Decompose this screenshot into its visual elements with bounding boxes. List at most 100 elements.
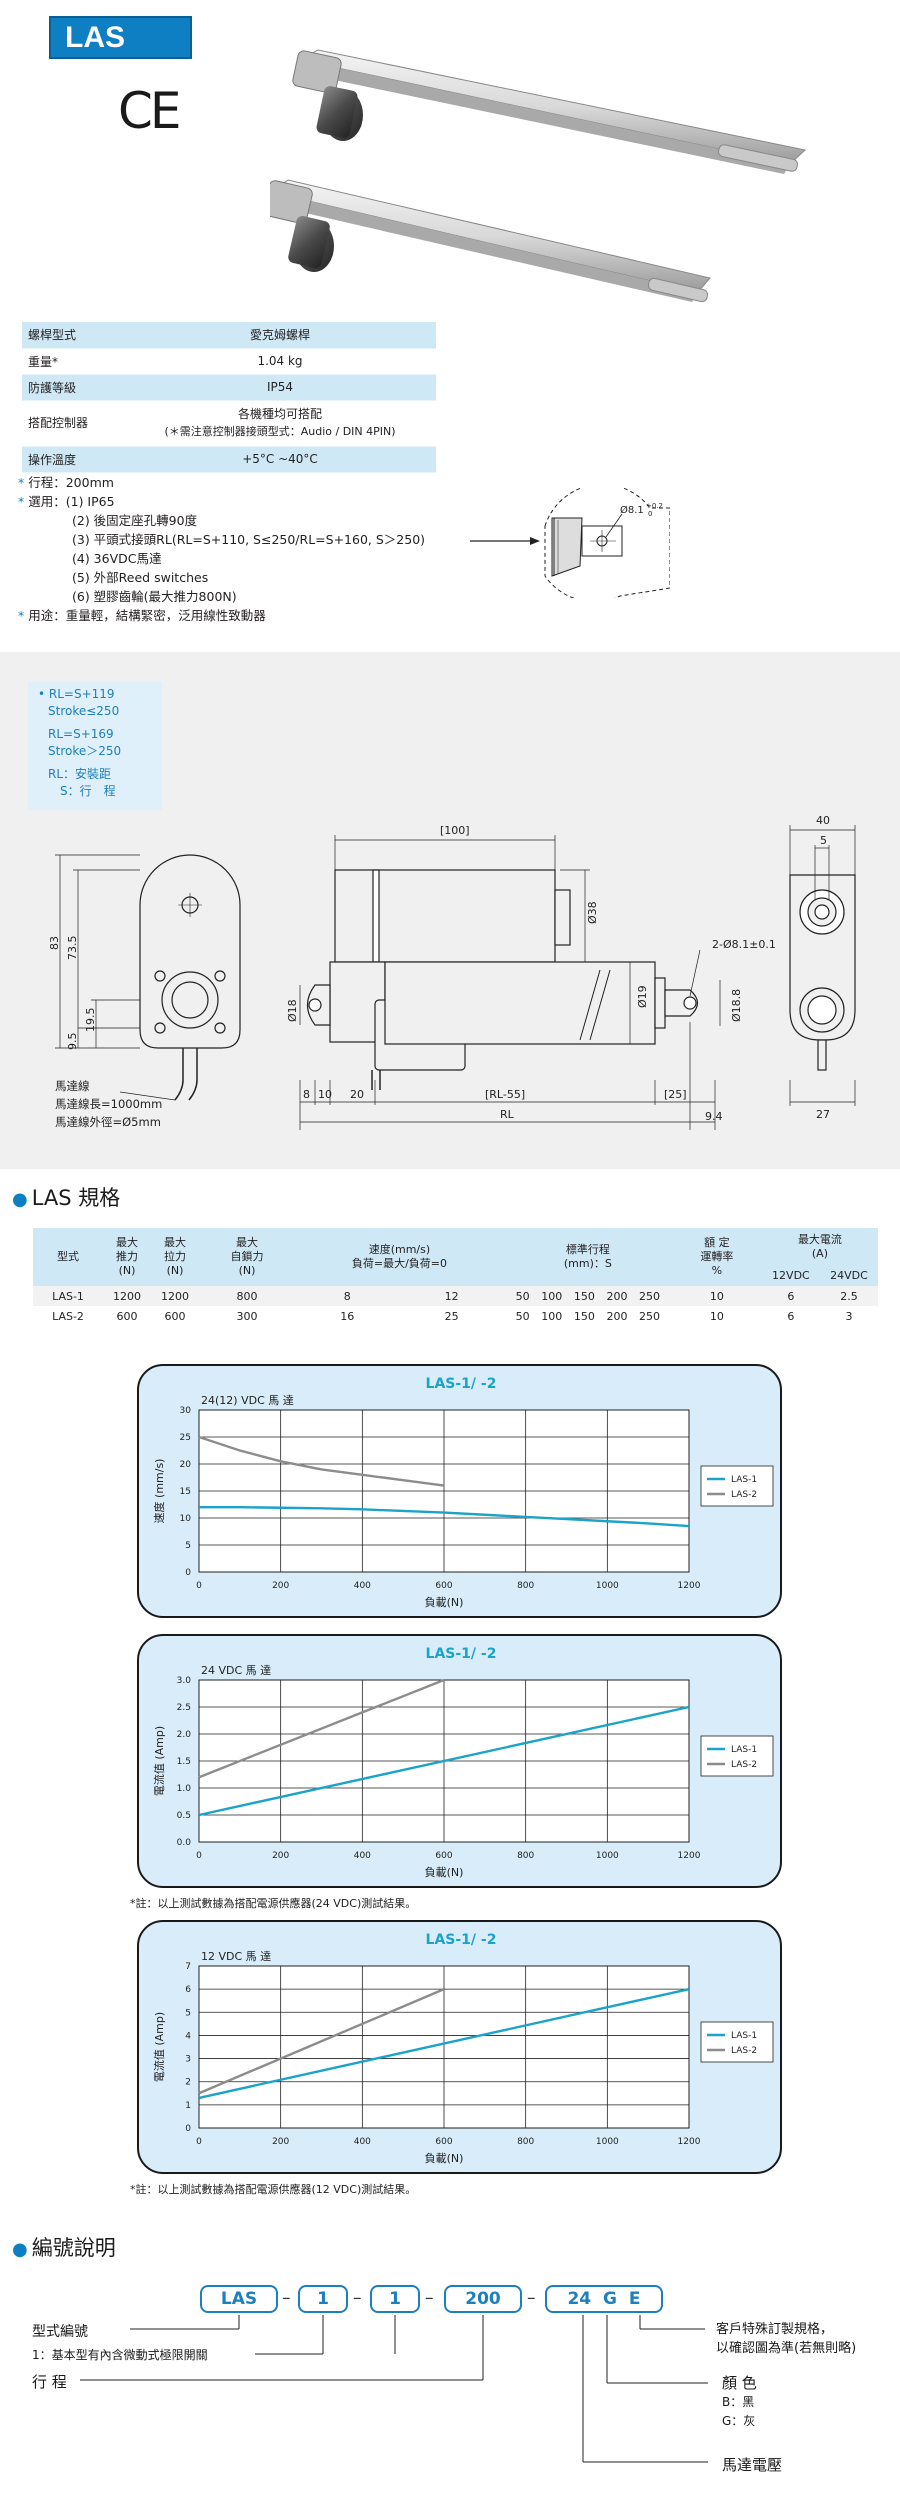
table-subheader-row: 12VDC 24VDC <box>33 1266 878 1286</box>
x-tick-label: 0 <box>196 1581 202 1591</box>
chart-subtitle: 24 VDC 馬 達 <box>201 1664 271 1677</box>
y-tick-label: 1.0 <box>177 1784 192 1794</box>
label-type-code: 型式編號 <box>32 2324 88 2340</box>
x-tick-label: 400 <box>354 1581 371 1591</box>
col-speed: 速度(mm/s)負荷=最大/負荷=0 <box>295 1228 504 1286</box>
x-tick-label: 1200 <box>678 1851 701 1861</box>
y-tick-label: 7 <box>185 1962 191 1972</box>
cell-speed-zero: 25 <box>399 1306 504 1326</box>
legend-line: S：行 程 <box>60 784 116 798</box>
col-lock: 最大自鎖力(N) <box>199 1228 295 1286</box>
dim-d38: Ø38 <box>586 901 599 924</box>
y-tick-label: 3 <box>185 2055 191 2065</box>
table-header-row: 型式 最大推力(N) 最大拉力(N) 最大自鎖力(N) 速度(mm/s)負荷=最… <box>33 1228 878 1286</box>
dimension-drawing: 83 73.5 19.5 9.5 馬達線 馬達線長=1000mm 馬達線外徑=Ø… <box>48 814 856 1130</box>
y-tick-label: 0.0 <box>177 1838 192 1848</box>
series-line-las-2 <box>198 1435 445 1487</box>
y-tick-label: 5 <box>185 2008 191 2018</box>
end-view-right <box>789 874 856 1071</box>
legend-label: LAS-2 <box>731 2046 757 2056</box>
motor-note: 馬達線長=1000mm <box>55 1097 162 1111</box>
side-view-middle <box>306 869 699 1090</box>
x-tick-label: 800 <box>517 1581 534 1591</box>
y-tick-label: 3.0 <box>177 1676 192 1686</box>
spec-row: 搭配控制器 各機種均可搭配 (＊需注意控制器接頭型式：Audio / DIN 4… <box>22 400 436 447</box>
code-dash: – <box>353 2288 362 2308</box>
chart-title: LAS-1/ -2 <box>426 1932 497 1948</box>
middle-dimensions <box>299 835 721 1130</box>
note-stroke: * 行程：200mm <box>18 475 114 490</box>
legend-line: Stroke＞250 <box>48 744 122 758</box>
code-box-stroke: 200 <box>444 2285 522 2313</box>
section-title-code: ●編號說明 <box>12 2236 116 2260</box>
cell-lock: 800 <box>199 1286 295 1306</box>
y-axis-label: 速度 (mm/s) <box>152 1459 166 1524</box>
y-tick-label: 0 <box>185 2124 191 2134</box>
legend-box <box>700 1735 774 1777</box>
legend-line: RL：安裝距 <box>48 767 112 781</box>
dim-d19: Ø19 <box>636 985 649 1008</box>
left-dimensions <box>55 854 140 1049</box>
dim-8: 8 <box>303 1088 310 1101</box>
dim-20: 20 <box>350 1088 364 1101</box>
series-line-las-1 <box>198 1705 690 1817</box>
footnote-24v: *註：以上測試數據為搭配電源供應器(24 VDC)測試結果。 <box>130 1897 417 1910</box>
y-tick-label: 10 <box>180 1514 192 1524</box>
dim-83: 83 <box>48 936 61 950</box>
x-tick-label: 1000 <box>596 2137 619 2147</box>
cell-duty: 10 <box>671 1306 762 1326</box>
right-dimensions <box>789 825 856 1106</box>
cell-model: LAS-2 <box>33 1306 103 1326</box>
series-line-las-1 <box>198 1987 690 2100</box>
x-tick-label: 800 <box>517 1851 534 1861</box>
y-tick-label: 2.0 <box>177 1730 192 1740</box>
note-option: (4) 36VDC馬達 <box>72 551 162 566</box>
label-custom-1: 客戶特殊訂製規格， <box>716 2322 834 2337</box>
label-limit-switch: 1：基本型有內含微動式極限開關 <box>32 2348 208 2362</box>
cell-speed-zero: 12 <box>399 1286 504 1306</box>
dim-rl: RL <box>500 1108 515 1121</box>
x-tick-label: 400 <box>354 1851 371 1861</box>
col-current: 最大電流(A) <box>761 1228 878 1266</box>
dim-d18-8: Ø18.8 <box>730 989 743 1022</box>
cell-push: 1200 <box>103 1286 151 1306</box>
y-tick-label: 5 <box>185 1541 191 1551</box>
detail-hole-tol: +0.2 <box>646 502 663 510</box>
x-tick-label: 0 <box>196 2137 202 2147</box>
x-axis-label: 負載(N) <box>425 1596 464 1609</box>
x-tick-label: 1200 <box>678 1581 701 1591</box>
col-stroke: 標準行程(mm)：S <box>503 1228 672 1286</box>
x-tick-label: 1200 <box>678 2137 701 2147</box>
legend-label: LAS-1 <box>731 1475 757 1485</box>
spec-value: 1.04 kg <box>124 348 436 375</box>
code-dash: – <box>282 2288 291 2308</box>
chart-title: LAS-1/ -2 <box>426 1376 497 1392</box>
label-color-black: B：黑 <box>722 2395 755 2409</box>
x-axis-label: 負載(N) <box>425 2152 464 2165</box>
x-tick-label: 0 <box>196 1851 202 1861</box>
spec-value: 各機種均可搭配 (＊需注意控制器接頭型式：Audio / DIN 4PIN) <box>124 400 436 447</box>
y-tick-label: 0.5 <box>177 1811 191 1821</box>
chart-title: LAS-1/ -2 <box>426 1646 497 1662</box>
spec-value: IP54 <box>124 374 436 401</box>
notes: * 行程：200mm * 選用：(1) IP65 (2) 後固定座孔轉90度 (… <box>18 473 425 625</box>
code-dash: – <box>425 2288 434 2308</box>
x-tick-label: 200 <box>272 2137 289 2147</box>
y-axis-label: 電流值 (Amp) <box>152 1726 166 1796</box>
col-12v: 12VDC <box>761 1266 820 1286</box>
y-tick-label: 25 <box>180 1433 191 1443</box>
x-tick-label: 1000 <box>596 1581 619 1591</box>
series-line-las-2 <box>198 1988 445 2095</box>
dim-5: 5 <box>820 834 827 847</box>
flat-head-detail: Ø8.1 +0.2 0 <box>470 488 670 598</box>
spec-value: 愛克姆螺桿 <box>124 322 436 349</box>
footnote-12v: *註：以上測試數據為搭配電源供應器(12 VDC)測試結果。 <box>130 2183 417 2196</box>
x-tick-label: 400 <box>354 2137 371 2147</box>
chart-subtitle: 12 VDC 馬 達 <box>201 1950 271 1963</box>
actuator-lower <box>270 179 711 303</box>
spec-label: 螺桿型式 <box>22 322 124 349</box>
dim-73-5: 73.5 <box>66 936 79 961</box>
dim-40: 40 <box>816 814 830 827</box>
cell-push: 600 <box>103 1306 151 1326</box>
